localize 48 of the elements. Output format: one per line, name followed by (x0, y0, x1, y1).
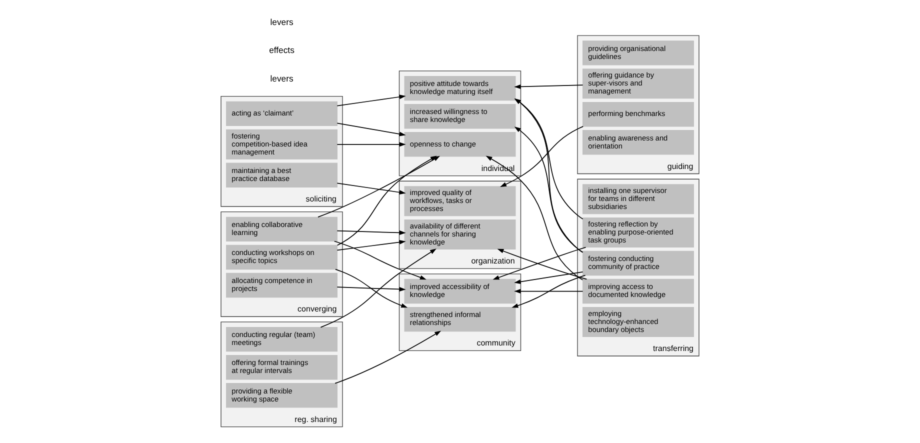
node-box: positive attitude towards knowledge maturing itself (404, 76, 516, 101)
arrow (336, 142, 406, 147)
arrow (336, 286, 406, 292)
label: levers (270, 17, 294, 28)
arrow (486, 156, 584, 280)
arrow (318, 156, 440, 218)
arrow (336, 156, 437, 246)
node-box: allocating competence in projects (226, 272, 338, 298)
node-box: offering guidance by super-visors and management (582, 68, 694, 99)
arrow (336, 240, 406, 251)
arrow (320, 248, 436, 328)
arrow (514, 126, 584, 253)
node-box: fostering reflection by enabling purpose-oriented task groups (582, 218, 694, 248)
node-box: providing a flexible working space (226, 383, 338, 408)
arrow (336, 182, 406, 195)
arrow (335, 268, 408, 308)
node-box: installing one supervisor for teams in different subsidiaries (582, 184, 694, 214)
label: effects (269, 45, 294, 56)
node-box: fostering conducting community of practice (582, 250, 694, 276)
arrow (334, 330, 442, 384)
arrow (514, 84, 584, 89)
arrow (514, 271, 584, 284)
node-box: conducting workshops on specific topics (226, 244, 338, 270)
node-box: maintaining a best practice database (226, 162, 338, 188)
node-box: enabling collaborative learning (226, 216, 338, 242)
node-box: performing benchmarks (582, 102, 694, 127)
node-box: availability of different channels for sharing knowledge (404, 220, 516, 250)
node-box: acting as ‘claimant’ (226, 101, 338, 126)
node-box: increased willingness to share knowledge (404, 104, 516, 129)
label: levers (270, 73, 294, 84)
node-box: providing organisational guidelines (582, 40, 694, 66)
node-box: employing technology-enhanced boundary objects (582, 306, 694, 337)
arrow (500, 126, 584, 187)
node-box: improving access to documented knowledge (582, 278, 694, 304)
node-box: strengthened informal relationships (404, 306, 516, 332)
node-box: enabling awareness and orientation (582, 130, 694, 155)
arrow (336, 230, 406, 235)
node-box: openness to change (404, 132, 516, 157)
arrow (334, 240, 426, 280)
node-box: improved quality of workflows, tasks or processes (404, 186, 516, 216)
node-box: conducting regular (team) meetings (226, 326, 338, 352)
arrow (512, 274, 586, 308)
node-box: improved accessibility of knowledge (404, 278, 516, 304)
node-box: fostering competition-based idea management (226, 129, 338, 160)
node-box: offering formal trainings at regular intervals (226, 355, 338, 380)
arrow (514, 289, 584, 294)
arrow (336, 122, 406, 136)
arrow (336, 94, 406, 106)
